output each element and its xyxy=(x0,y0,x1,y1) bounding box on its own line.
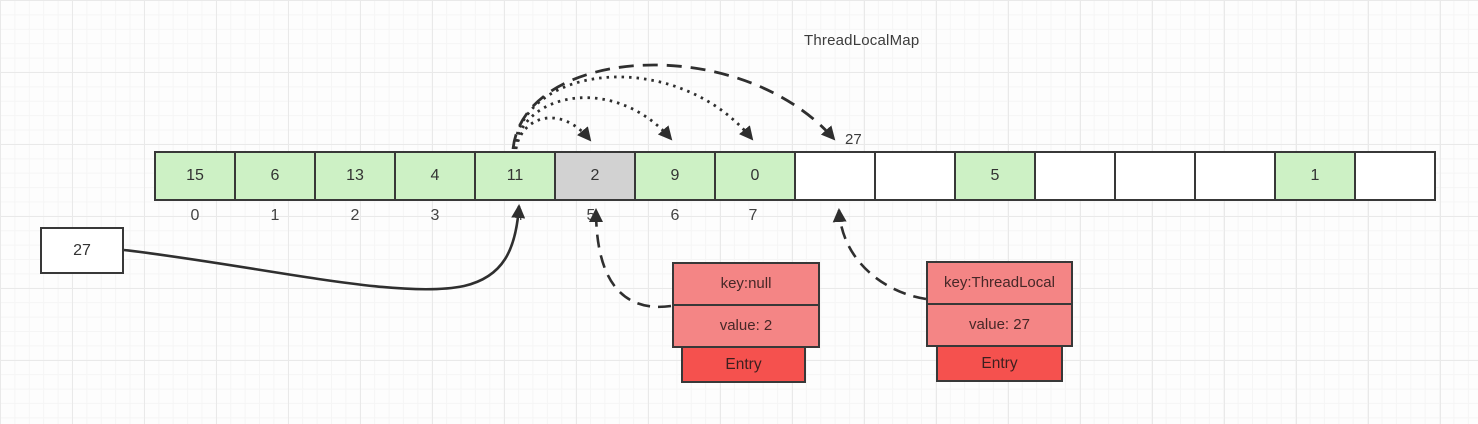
probe-arc-index-4-to-5 xyxy=(514,116,592,150)
threadlocalmap-array: 15 6 13 4 11 2 9 0 5 1 xyxy=(154,151,1436,201)
entry-threadlocal-key-row: key:ThreadLocal xyxy=(944,274,1055,291)
index-label-4: 4 xyxy=(514,207,524,224)
array-cell-3: 4 xyxy=(394,151,476,201)
array-cell-1: 6 xyxy=(234,151,316,201)
array-cell-8 xyxy=(794,151,876,201)
array-cell-14: 1 xyxy=(1274,151,1356,201)
arrow-entry-threadlocal-to-index-8 xyxy=(832,208,927,301)
index-label-2: 2 xyxy=(350,207,360,224)
probe-arc-index-4-to-7 xyxy=(512,75,754,150)
entry-null-footer: Entry xyxy=(681,346,806,383)
diagram-title: ThreadLocalMap xyxy=(804,32,920,49)
array-cell-10: 5 xyxy=(954,151,1036,201)
index-label-5: 5 xyxy=(586,207,596,224)
probe-arc-index-4-to-8 xyxy=(511,63,836,150)
array-cell-12 xyxy=(1114,151,1196,201)
array-cell-5: 2 xyxy=(554,151,636,201)
entry-box-threadlocal: key:ThreadLocal value: 27 xyxy=(926,261,1073,347)
entry-box-null: key:null value: 2 xyxy=(672,262,820,348)
array-cell-6: 9 xyxy=(634,151,716,201)
probe-arc-index-4-to-6 xyxy=(513,96,673,150)
index-label-6: 6 xyxy=(670,207,680,224)
index-label-0: 0 xyxy=(190,207,200,224)
array-cell-9 xyxy=(874,151,956,201)
array-cell-11 xyxy=(1034,151,1116,201)
array-cell-4: 11 xyxy=(474,151,556,201)
entry-null-key-row: key:null xyxy=(720,275,772,292)
index-label-7: 7 xyxy=(748,207,758,224)
array-cell-13 xyxy=(1194,151,1276,201)
entry-threadlocal-footer: Entry xyxy=(936,345,1063,382)
entry-threadlocal-value-row: value: 27 xyxy=(928,303,1071,345)
array-cell-7: 0 xyxy=(714,151,796,201)
array-cell-0: 15 xyxy=(154,151,236,201)
insert-value-label: 27 xyxy=(845,131,862,148)
index-label-1: 1 xyxy=(270,207,280,224)
array-cell-2: 13 xyxy=(314,151,396,201)
index-label-3: 3 xyxy=(430,207,440,224)
entry-null-value-row: value: 2 xyxy=(674,304,818,346)
array-cell-15 xyxy=(1354,151,1436,201)
source-value-box: 27 xyxy=(40,227,124,274)
